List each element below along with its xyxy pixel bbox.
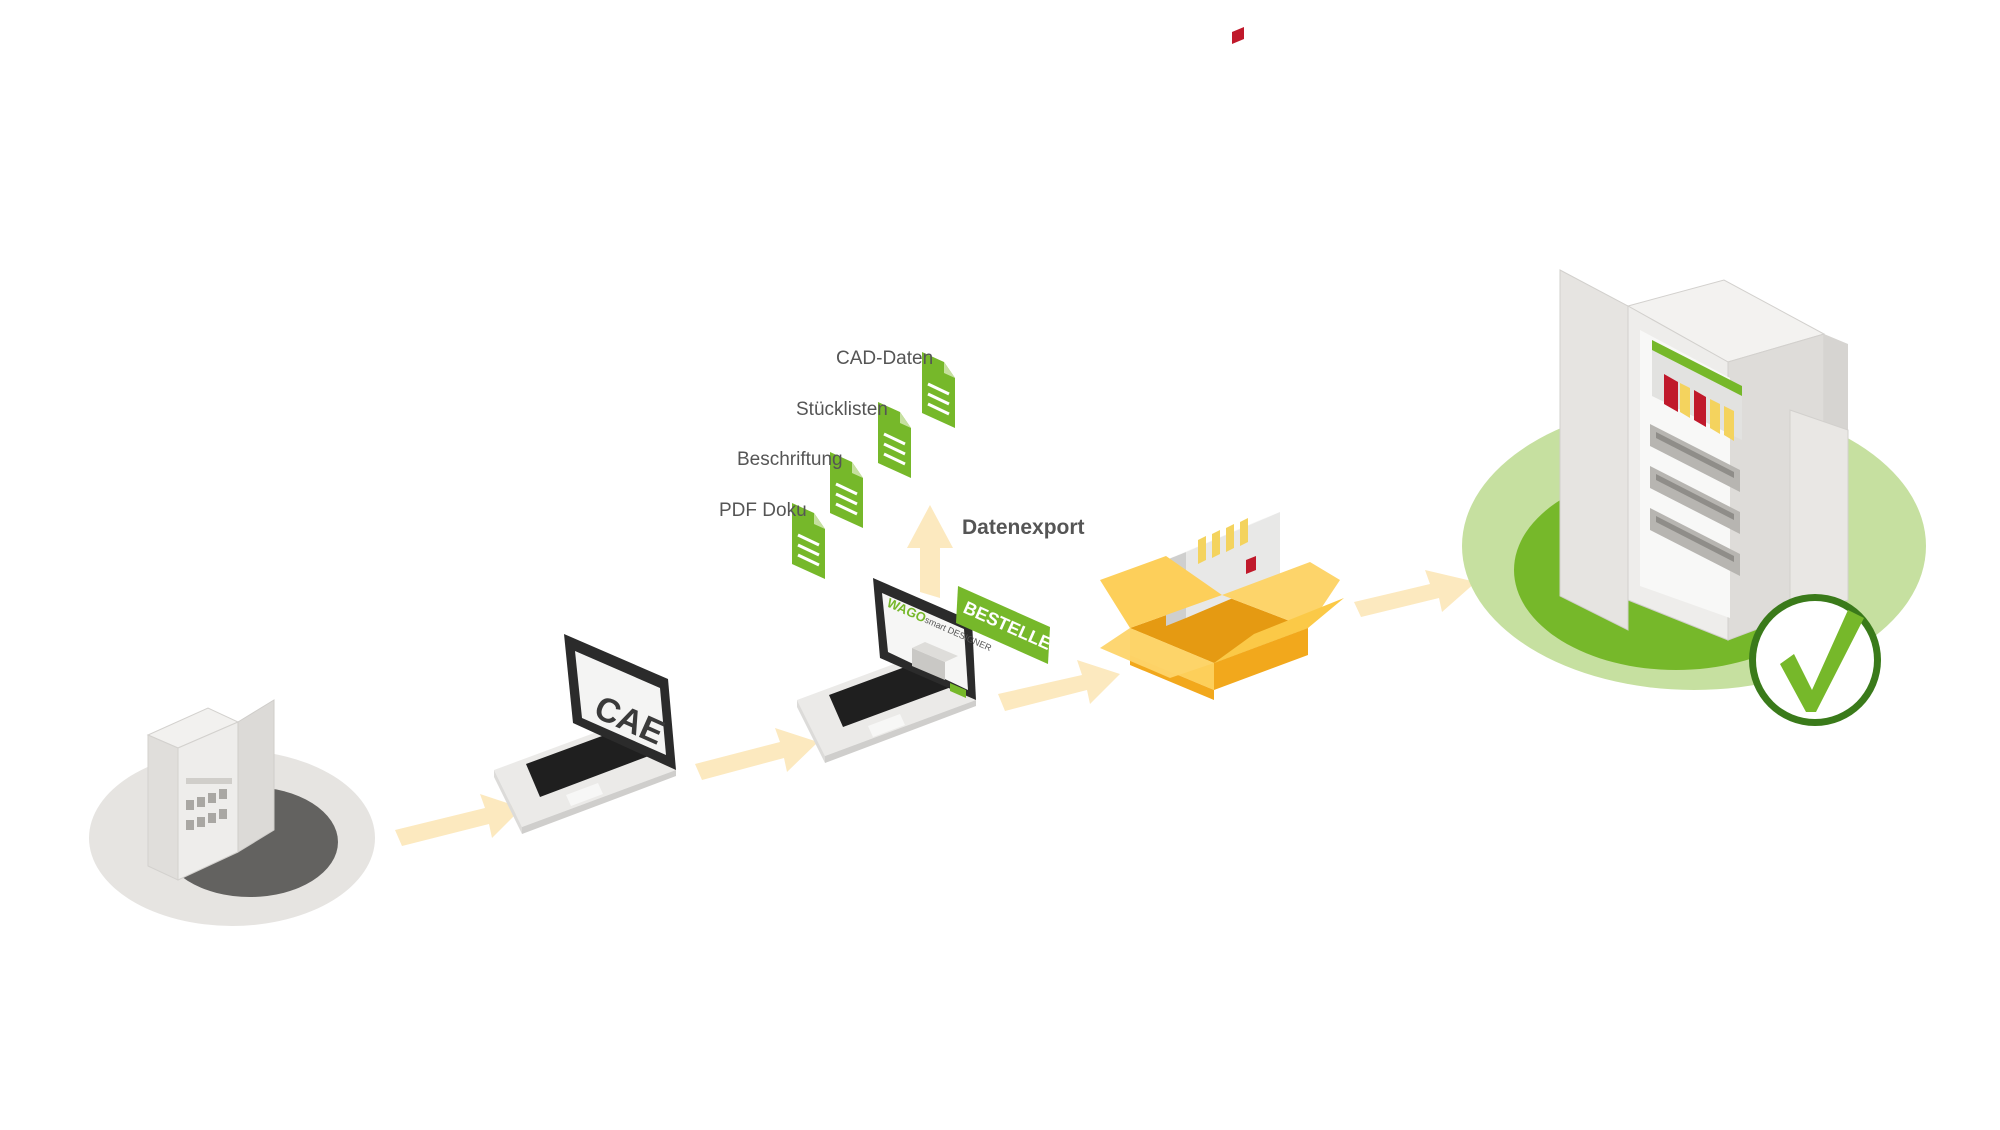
controller-in-box: [1166, 26, 1280, 626]
cabinet-icon: [146, 699, 275, 881]
doc-cad: [922, 352, 955, 428]
arrow-up-export: [907, 505, 953, 598]
arrow-2: [695, 728, 818, 780]
doc-pdf: [792, 503, 825, 579]
designer-laptop-group: [797, 578, 976, 763]
doc-label-beschriftung: Beschriftung: [737, 449, 843, 470]
arrow-icon: [395, 505, 1476, 846]
doc-label-cad: CAD-Daten: [836, 348, 934, 369]
doc-stuecklisten: [878, 402, 911, 478]
document-icon: [792, 352, 955, 579]
doc-label-stuecklisten: Stücklisten: [796, 399, 888, 420]
start-cabinet-group: [89, 699, 375, 926]
export-label: Datenexport: [962, 516, 1085, 539]
arrow-3: [998, 660, 1120, 711]
doc-beschriftung: [830, 452, 863, 528]
doc-label-pdf: PDF Doku: [719, 500, 807, 521]
arrow-1: [395, 794, 522, 846]
checkmark-icon: [1749, 594, 1881, 726]
arrow-4: [1354, 570, 1476, 617]
cabinet-icon: [1559, 269, 1849, 641]
laptop-icon: [494, 634, 676, 834]
final-cabinet-group: [1462, 269, 1926, 726]
box-icon: [1100, 26, 1344, 700]
